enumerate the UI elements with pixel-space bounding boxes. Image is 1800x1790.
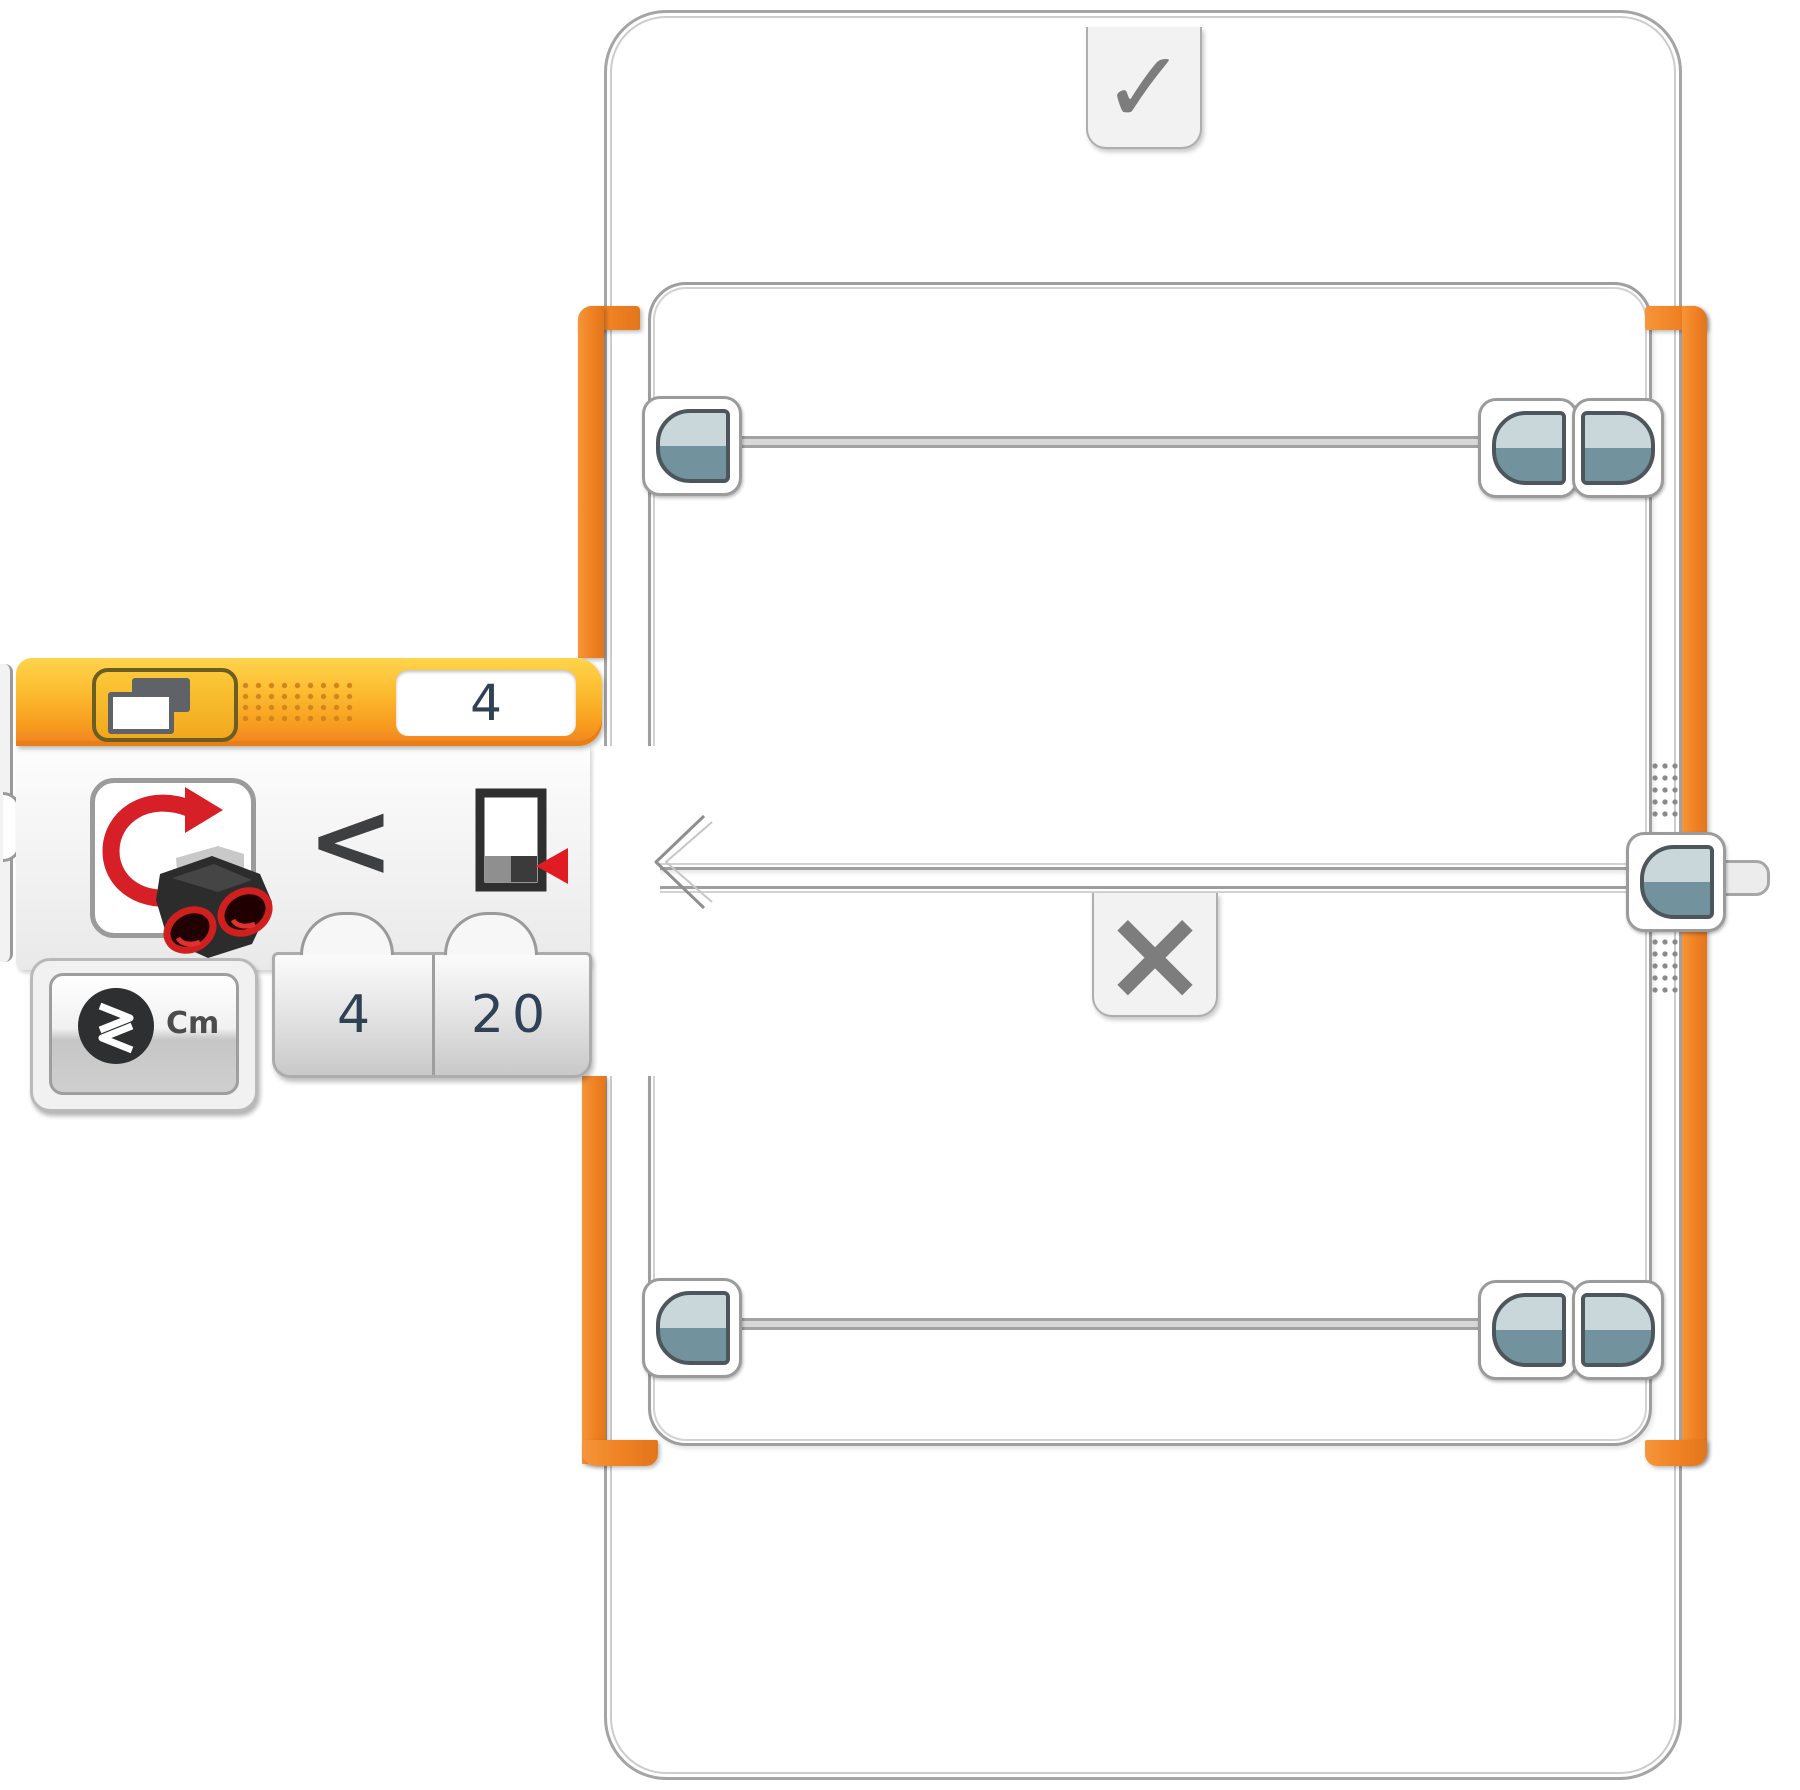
switch-exit-plug[interactable] bbox=[1626, 832, 1726, 932]
check-icon: ✓ bbox=[1102, 28, 1186, 146]
ultrasonic-sensor-icon bbox=[148, 840, 280, 964]
true-case-start-plug[interactable] bbox=[642, 396, 742, 496]
left-bracket-bottom-bar bbox=[582, 1076, 606, 1464]
switch-block-header[interactable]: 4 bbox=[16, 658, 602, 746]
true-case-frame bbox=[648, 282, 1652, 870]
false-case-wire-end-plug[interactable] bbox=[1478, 1280, 1578, 1380]
mode-selector-button[interactable]: Cm bbox=[49, 973, 239, 1095]
compare-mode-icon bbox=[78, 988, 154, 1064]
false-case-tab[interactable]: × bbox=[1092, 880, 1218, 1029]
true-case-tab[interactable]: ✓ bbox=[1086, 27, 1202, 149]
unit-label: Cm bbox=[166, 1006, 220, 1041]
resize-handle-upper[interactable] bbox=[1650, 760, 1680, 818]
switch-icon bbox=[92, 668, 238, 742]
port-selector-field[interactable]: 4 bbox=[396, 670, 576, 736]
right-bracket-bottom-stub bbox=[1645, 1440, 1707, 1466]
case-fork-wedge-icon bbox=[654, 814, 713, 910]
mode-selector-tab: Cm bbox=[30, 958, 258, 1112]
false-case-sequence-wire[interactable] bbox=[734, 1318, 1490, 1330]
value-divider bbox=[432, 955, 435, 1075]
resize-handle-lower[interactable] bbox=[1650, 936, 1680, 994]
compare-type-input[interactable]: 4 bbox=[336, 985, 371, 1045]
cross-icon: × bbox=[1101, 879, 1209, 1029]
left-bracket-bottom-stub bbox=[582, 1440, 658, 1466]
true-case-wire-end-plug[interactable] bbox=[1478, 398, 1578, 498]
switch-stem bbox=[584, 746, 660, 1076]
true-case-exit-plug[interactable] bbox=[1572, 398, 1664, 498]
true-case-sequence-wire[interactable] bbox=[734, 436, 1490, 448]
false-case-exit-plug[interactable] bbox=[1572, 1280, 1664, 1380]
threshold-value-input[interactable]: 20 bbox=[470, 985, 554, 1045]
threshold-gauge-icon bbox=[474, 788, 568, 896]
left-bracket-top-bar bbox=[578, 306, 604, 658]
less-than-icon: < bbox=[307, 779, 395, 901]
port-value: 4 bbox=[470, 674, 502, 732]
input-values-plate: 4 20 bbox=[272, 952, 592, 1078]
false-case-start-plug[interactable] bbox=[642, 1278, 742, 1378]
